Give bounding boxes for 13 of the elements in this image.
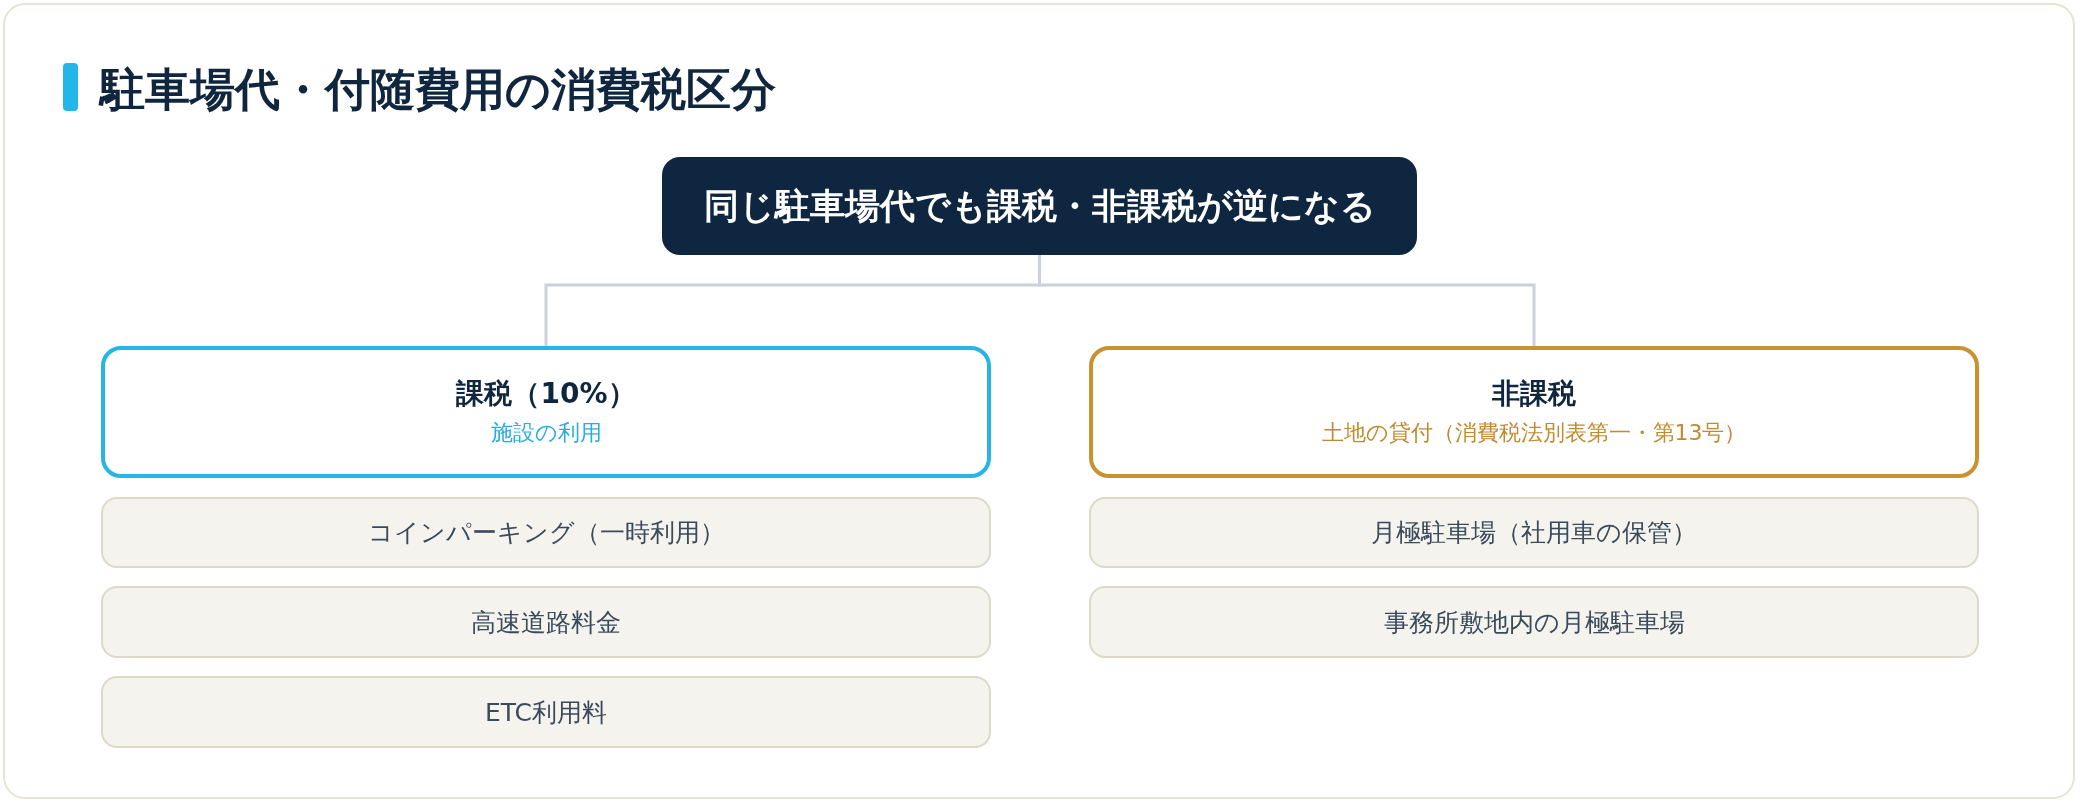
category-subtitle: 施設の利用 [490, 419, 602, 447]
category-title: 非課税 [1492, 376, 1576, 412]
item-box: コインパーキング（一時利用） [101, 497, 991, 568]
summary-box: 同じ駐車場代でも課税・非課税が逆になる [662, 157, 1417, 255]
item-box: ETC利用料 [101, 676, 991, 748]
item-box: 月極駐車場（社用車の保管） [1089, 497, 1979, 568]
title: 駐車場代・付随費用の消費税区分 [100, 62, 776, 118]
category-subtitle: 土地の貸付（消費税法別表第一・第13号） [1321, 419, 1747, 447]
category-box [1089, 346, 1979, 478]
category-box [101, 346, 991, 478]
category-title: 課税（10%） [456, 376, 636, 412]
item-box: 事務所敷地内の月極駐車場 [1089, 586, 1979, 658]
item-box: 高速道路料金 [101, 586, 991, 658]
